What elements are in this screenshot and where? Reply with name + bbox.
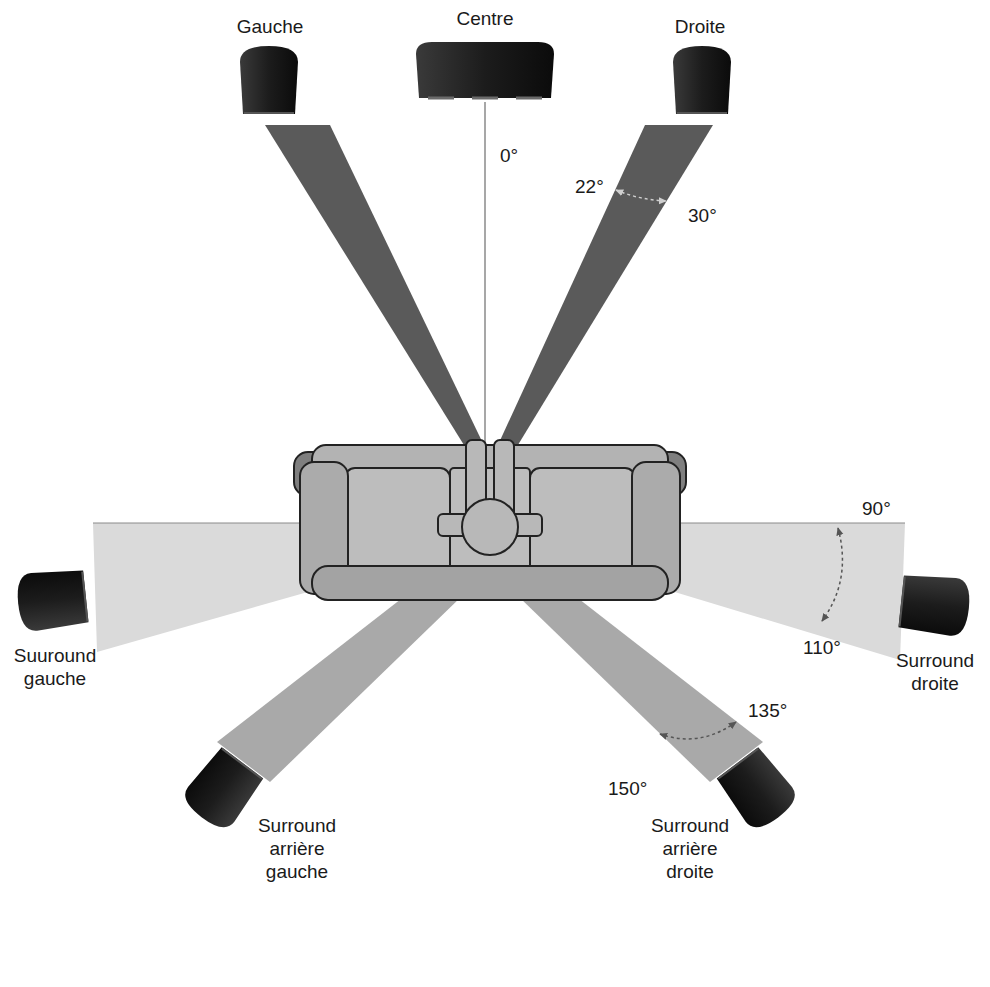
speaker-label: Surround arrière droite xyxy=(638,815,742,883)
angle-label: 0° xyxy=(500,145,518,168)
speaker-label: Droite xyxy=(655,16,745,39)
speaker-face xyxy=(82,572,87,622)
speaker: Suuround gauche xyxy=(5,645,105,693)
speaker-body xyxy=(673,46,731,114)
speaker: Surround arrière droite xyxy=(638,815,742,886)
speaker-label: Centre xyxy=(430,8,540,31)
speaker-label: Surround droite xyxy=(885,650,985,696)
angle-arc xyxy=(660,722,736,739)
angle-label: 90° xyxy=(862,498,891,521)
speaker-body xyxy=(416,42,554,98)
speaker-face xyxy=(677,112,727,114)
speaker-body xyxy=(240,46,298,114)
speaker-shape xyxy=(13,565,91,634)
speaker-shape xyxy=(896,570,974,639)
angle-arc xyxy=(616,190,666,201)
angle-arc xyxy=(822,528,842,621)
speaker: Centre xyxy=(430,8,540,33)
front-left-beam xyxy=(265,125,490,458)
center-axis xyxy=(484,102,486,445)
speaker-shape xyxy=(671,44,733,116)
speaker-face xyxy=(222,749,262,779)
angle-line xyxy=(672,523,905,524)
speaker-face xyxy=(900,577,905,627)
speaker-body xyxy=(898,573,972,638)
speaker: Surround arrière gauche xyxy=(245,815,349,886)
speaker-foot xyxy=(428,97,542,100)
angle-line xyxy=(93,523,308,524)
angle-label: 22° xyxy=(575,176,604,199)
angle-label: 110° xyxy=(803,637,841,660)
front-right-beam xyxy=(492,125,713,458)
speaker-label: Suuround gauche xyxy=(5,645,105,691)
rear-right-beam xyxy=(518,592,763,782)
rear-left-beam xyxy=(217,592,462,782)
speaker-label: Surround arrière gauche xyxy=(245,815,349,883)
speaker: Surround droite xyxy=(885,650,985,698)
surround-left-beam xyxy=(93,523,322,652)
angle-label: 150° xyxy=(608,778,647,801)
speaker-body xyxy=(178,745,265,834)
sofa xyxy=(294,440,686,600)
speaker-label: Gauche xyxy=(225,16,315,39)
speaker-face xyxy=(244,112,294,114)
speaker-shape xyxy=(414,40,556,102)
angle-label: 135° xyxy=(748,700,787,723)
speaker-body xyxy=(15,568,89,633)
angle-label: 30° xyxy=(688,205,717,228)
speaker-face xyxy=(718,749,758,779)
speaker: Droite xyxy=(655,16,745,41)
speaker-shape xyxy=(238,44,300,116)
speaker: Gauche xyxy=(225,16,315,41)
surround-right-beam xyxy=(668,523,905,660)
